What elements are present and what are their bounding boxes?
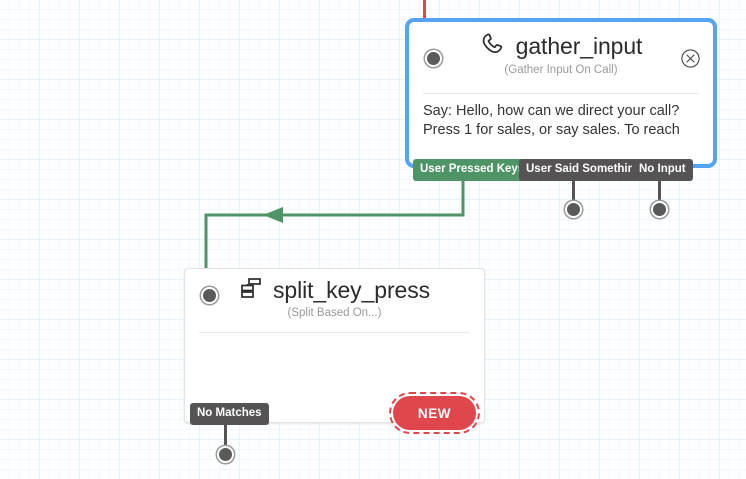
node-input-port-dot[interactable] — [201, 287, 218, 304]
split-icon — [239, 276, 263, 305]
node-input-port-dot[interactable] — [425, 50, 442, 67]
new-rule-button-outline — [389, 392, 480, 434]
exit-port-dot-no-input[interactable] — [651, 201, 668, 218]
node-gather-input[interactable]: gather_input (Gather Input On Call) Say:… — [405, 18, 717, 168]
wire-user-pressed-keys-to-split — [204, 180, 465, 276]
exit-stem-no-input — [658, 180, 661, 203]
phone-icon — [480, 31, 506, 62]
new-rule-button[interactable]: NEW — [393, 396, 476, 430]
node-title-row: gather_input — [409, 22, 713, 62]
node-title: split_key_press — [272, 277, 431, 303]
node-title-row: split_key_press — [185, 269, 484, 305]
node-header: gather_input (Gather Input On Call) — [409, 22, 713, 86]
exit-port-dot-no-matches[interactable] — [217, 446, 234, 463]
node-divider — [199, 332, 470, 333]
node-body-text: Say: Hello, how can we direct your call?… — [423, 103, 680, 138]
exit-stem-user-said-something — [572, 180, 575, 203]
exit-stem-no-matches — [224, 424, 227, 448]
node-body-text — [185, 333, 484, 341]
node-divider — [423, 93, 699, 94]
exit-port-dot-user-said-something[interactable] — [565, 201, 582, 218]
node-subtitle: (Gather Input On Call) — [504, 64, 618, 76]
close-icon[interactable] — [680, 48, 701, 69]
node-subtitle: (Split Based On...) — [287, 307, 382, 319]
wire-arrowhead-icon — [263, 207, 283, 223]
incoming-connection-wire — [423, 0, 426, 34]
exit-badge-user-pressed-keys[interactable]: User Pressed Keys — [413, 159, 532, 181]
exit-badge-user-said-something[interactable]: User Said Something — [519, 159, 649, 181]
exit-badge-no-input[interactable]: No Input — [632, 159, 693, 181]
node-title: gather_input — [515, 33, 643, 59]
node-header: split_key_press (Split Based On...) — [185, 269, 484, 325]
exit-badge-no-matches[interactable]: No Matches — [190, 403, 269, 425]
